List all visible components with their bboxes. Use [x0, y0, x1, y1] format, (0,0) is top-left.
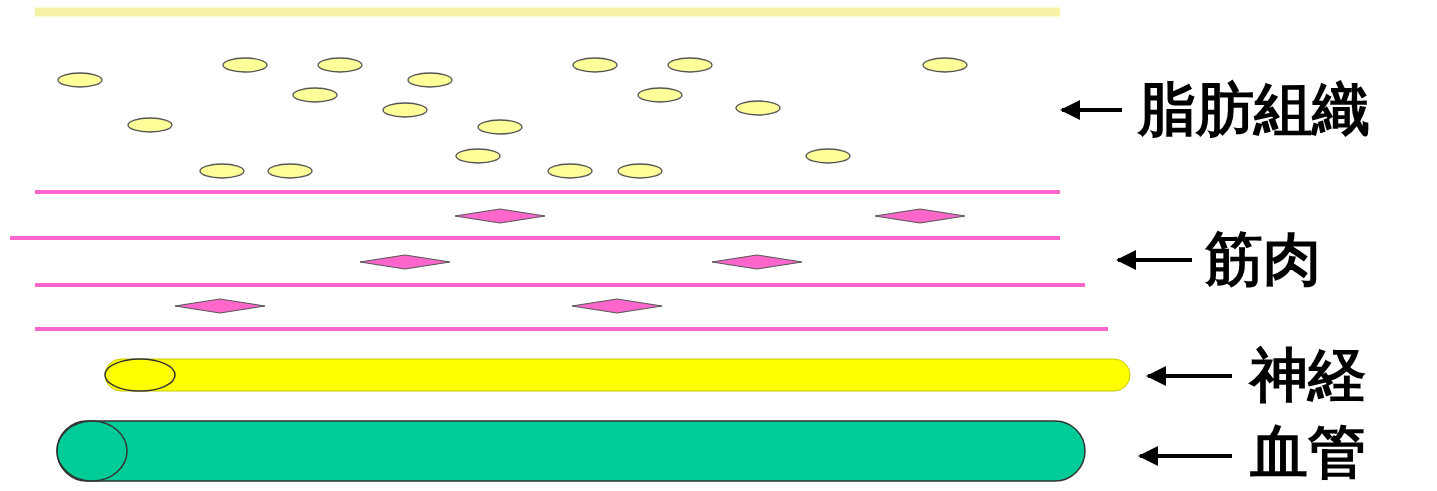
fat-cell [200, 164, 244, 178]
muscle-cell [875, 209, 965, 223]
fat-cell [548, 164, 592, 178]
fat-cell [58, 73, 102, 87]
skin-line [35, 8, 1060, 17]
fat-cell [478, 120, 522, 134]
leader-arrow [1118, 258, 1192, 262]
fat-cell [638, 88, 682, 102]
fat-cell [293, 88, 337, 102]
nerve-bar [105, 359, 1130, 391]
fat-cell [573, 58, 617, 72]
fat-cell [923, 58, 967, 72]
muscle-cell [572, 299, 662, 313]
nerve-end [105, 359, 175, 391]
muscle-cell [712, 255, 802, 269]
fat-cells [58, 58, 967, 178]
fat-cell [736, 101, 780, 115]
vessel-end [57, 421, 127, 481]
muscle-line [35, 190, 1060, 194]
fat-cell [408, 73, 452, 87]
muscle-cells [175, 209, 965, 313]
nerve [105, 359, 1130, 391]
vessel-bar [57, 421, 1085, 481]
muscle-cell [455, 209, 545, 223]
fat-cell [383, 103, 427, 117]
leader-arrow [1062, 108, 1122, 112]
fat-cell [318, 58, 362, 72]
part-label: 血管 [1250, 421, 1366, 485]
part-label: 筋肉 [1205, 228, 1321, 292]
fat-cell [806, 149, 850, 163]
fat-cell [668, 58, 712, 72]
fat-cell [456, 149, 500, 163]
muscle-line [35, 327, 1108, 331]
muscle-cell [360, 255, 450, 269]
leader-arrow [1148, 374, 1232, 378]
fat-cell [268, 164, 312, 178]
part-label: 脂肪組織 [1138, 78, 1370, 142]
part-label: 神経 [1250, 344, 1366, 408]
fat-cell [618, 164, 662, 178]
muscle-cell [175, 299, 265, 313]
muscle-lines [10, 192, 1108, 329]
leader-arrow [1140, 454, 1232, 458]
muscle-line [35, 283, 1085, 287]
fat-cell [128, 118, 172, 132]
muscle-line [10, 236, 1060, 240]
fat-cell [223, 58, 267, 72]
blood-vessel [57, 421, 1085, 481]
